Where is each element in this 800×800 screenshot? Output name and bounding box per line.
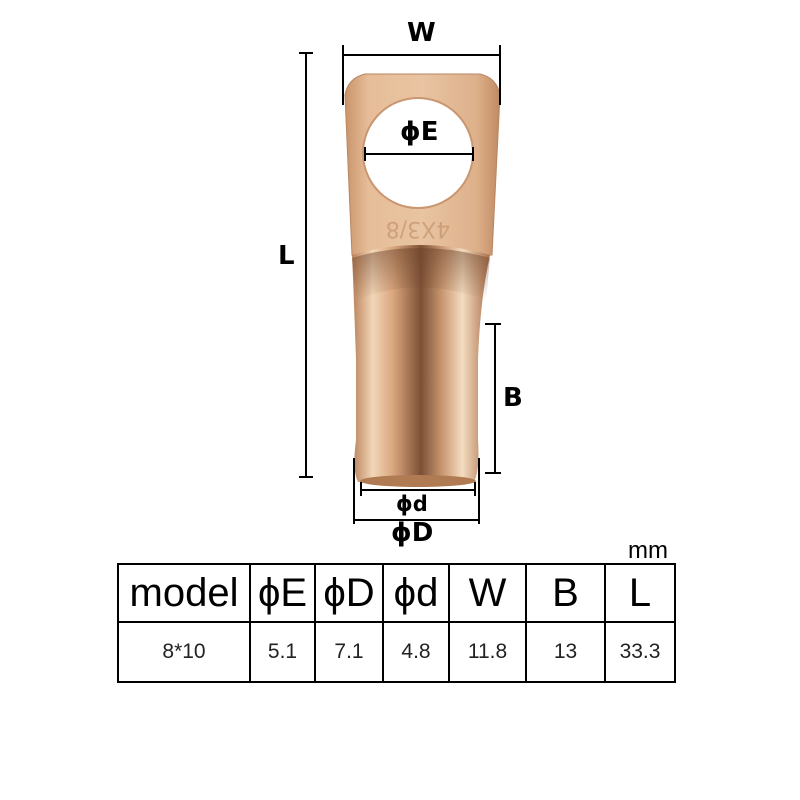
l-dimension-line bbox=[305, 52, 307, 477]
w-dimension-tick-left bbox=[342, 45, 344, 105]
header-model: model bbox=[117, 563, 251, 623]
d-inner-tick-left bbox=[360, 482, 362, 496]
unit-label: mm bbox=[628, 537, 668, 564]
b-dimension-tick-top bbox=[485, 323, 501, 325]
header-D: ϕD bbox=[314, 563, 384, 623]
e-dimension-line bbox=[364, 153, 474, 155]
b-dimension-tick-bottom bbox=[485, 472, 501, 474]
table-header-row: model ϕE ϕD ϕd W B L bbox=[117, 563, 676, 623]
spec-table: model ϕE ϕD ϕd W B L 8*10 5.1 7.1 4.8 11… bbox=[117, 563, 676, 683]
e-dimension-label: ϕE bbox=[400, 117, 439, 147]
d-inner-dimension-label: ϕd bbox=[396, 492, 428, 516]
l-dimension-tick-bottom bbox=[299, 476, 313, 478]
cell-D: 7.1 bbox=[314, 621, 384, 683]
l-dimension-label: L bbox=[278, 241, 295, 271]
d-inner-dimension-line bbox=[360, 489, 476, 491]
w-dimension-line bbox=[342, 54, 500, 56]
e-dimension-tick-right bbox=[472, 147, 474, 161]
w-dimension-tick-right bbox=[499, 45, 501, 105]
lug-barrel bbox=[352, 245, 490, 482]
table-row: 8*10 5.1 7.1 4.8 11.8 13 33.3 bbox=[117, 621, 676, 683]
header-e: ϕE bbox=[249, 563, 316, 623]
stamp-text: 4X3/8 bbox=[386, 216, 450, 241]
cell-model: 8*10 bbox=[117, 621, 251, 683]
cell-w: 11.8 bbox=[448, 621, 527, 683]
cell-l: 33.3 bbox=[604, 621, 676, 683]
l-dimension-tick-top bbox=[299, 52, 313, 54]
header-w: W bbox=[448, 563, 527, 623]
cell-b: 13 bbox=[525, 621, 606, 683]
cable-lug-illustration: 4X3/8 bbox=[344, 73, 501, 487]
e-dimension-tick-left bbox=[364, 147, 366, 161]
w-dimension-label: W bbox=[407, 18, 436, 48]
d-outer-dimension-line bbox=[353, 519, 480, 521]
d-inner-tick-right bbox=[474, 482, 476, 496]
d-outer-tick-right bbox=[478, 458, 480, 524]
b-dimension-line bbox=[494, 323, 496, 473]
header-b: B bbox=[525, 563, 606, 623]
d-outer-tick-left bbox=[353, 458, 355, 524]
cell-e: 5.1 bbox=[249, 621, 316, 683]
d-outer-dimension-label: ϕD bbox=[391, 518, 434, 548]
header-d: ϕd bbox=[382, 563, 450, 623]
header-l: L bbox=[604, 563, 676, 623]
cell-d: 4.8 bbox=[382, 621, 450, 683]
b-dimension-label: B bbox=[503, 383, 523, 413]
